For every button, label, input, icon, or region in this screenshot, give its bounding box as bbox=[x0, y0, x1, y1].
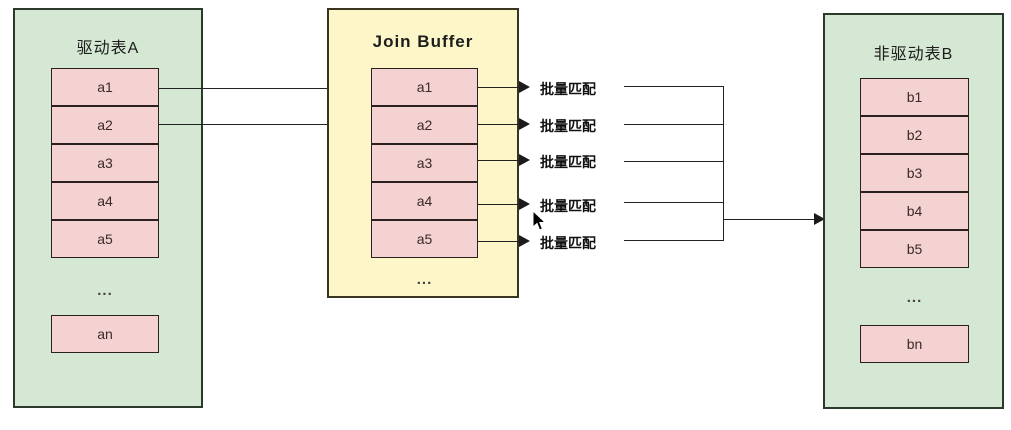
non-driving-table-title: 非驱动表B bbox=[873, 46, 954, 63]
match-line-2 bbox=[478, 124, 519, 125]
join-buffer-row: a2 bbox=[371, 106, 478, 144]
match-line-5 bbox=[478, 241, 519, 242]
match-line-3 bbox=[478, 160, 519, 161]
feed-line-a1 bbox=[159, 88, 358, 89]
non-driving-table-row: b3 bbox=[860, 154, 969, 192]
match-arrow-3 bbox=[519, 154, 530, 166]
bus-branch-5 bbox=[624, 240, 724, 241]
match-arrow-4 bbox=[519, 198, 530, 210]
match-label: 批量匹配 bbox=[540, 235, 596, 251]
driving-table-tail-row: an bbox=[51, 315, 159, 353]
driving-table-row: a2 bbox=[51, 106, 159, 144]
bus-branch-1 bbox=[624, 86, 724, 87]
bus-trunk bbox=[723, 86, 724, 241]
non-driving-table-row: b2 bbox=[860, 116, 969, 154]
join-buffer-row: a3 bbox=[371, 144, 478, 182]
non-driving-table-tail-row: bn bbox=[860, 325, 969, 363]
driving-table-row: a5 bbox=[51, 220, 159, 258]
join-buffer-row: a5 bbox=[371, 220, 478, 258]
non-driving-table-row: b5 bbox=[860, 230, 969, 268]
match-arrow-2 bbox=[519, 118, 530, 130]
non-driving-table-gap-marker: ... bbox=[906, 289, 923, 306]
match-label: 批量匹配 bbox=[540, 198, 596, 214]
match-label: 批量匹配 bbox=[540, 81, 596, 97]
match-line-4 bbox=[478, 204, 519, 205]
mouse-cursor-icon bbox=[533, 211, 547, 231]
driving-table-row: a1 bbox=[51, 68, 159, 106]
driving-table-gap-marker: ... bbox=[97, 282, 113, 299]
join-buffer-title: Join Buffer bbox=[372, 32, 474, 51]
non-driving-table-row: b4 bbox=[860, 192, 969, 230]
bus-branch-2 bbox=[624, 124, 724, 125]
bus-output-line bbox=[723, 219, 816, 220]
non-driving-table-row: b1 bbox=[860, 78, 969, 116]
driving-table-row: a4 bbox=[51, 182, 159, 220]
driving-table-row: a3 bbox=[51, 144, 159, 182]
match-label: 批量匹配 bbox=[540, 118, 596, 134]
match-label: 批量匹配 bbox=[540, 154, 596, 170]
driving-table-title: 驱动表A bbox=[76, 40, 140, 57]
bus-branch-3 bbox=[624, 161, 724, 162]
join-buffer-row: a4 bbox=[371, 182, 478, 220]
feed-line-a2 bbox=[159, 124, 358, 125]
join-buffer-row: a1 bbox=[371, 68, 478, 106]
match-arrow-1 bbox=[519, 81, 530, 93]
match-line-1 bbox=[478, 87, 519, 88]
match-arrow-5 bbox=[519, 235, 530, 247]
join-buffer-gap-marker: ... bbox=[416, 271, 433, 288]
bus-branch-4 bbox=[624, 202, 724, 203]
bus-output-arrow bbox=[814, 213, 825, 225]
